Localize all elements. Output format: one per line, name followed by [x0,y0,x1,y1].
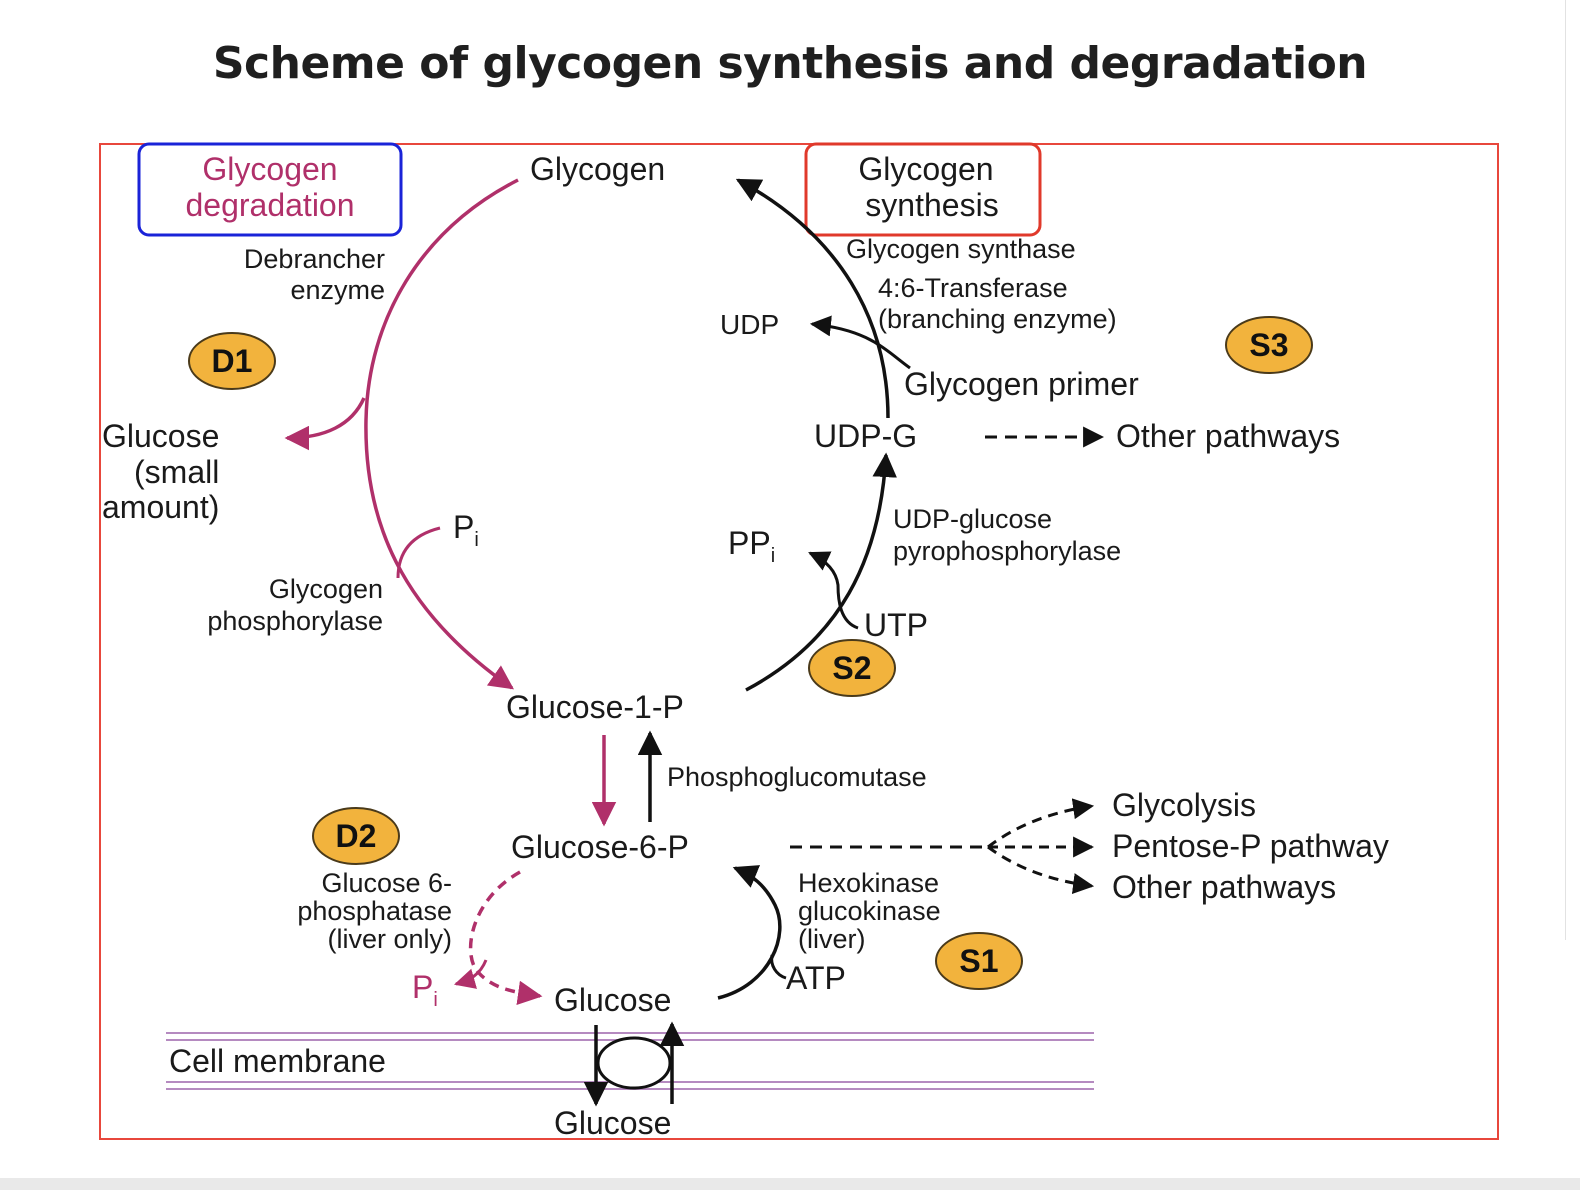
debrancher-label-line2: enzyme [290,275,385,305]
svg-text:S2: S2 [832,650,871,686]
cell-membrane-label: Cell membrane [169,1043,386,1079]
glycogen-phosphorylase-line2: phosphorylase [207,606,383,636]
other-pathways-dashed-arrow [987,845,1095,894]
badge-s2: S2 [808,639,896,697]
slide-title: Scheme of glycogen synthesis and degrada… [212,38,1368,89]
glucose-outside-label: Glucose [554,1105,671,1141]
g6pase-dashed-arc [468,870,543,1006]
svg-text:D1: D1 [212,343,253,379]
udp-side-arrow [809,315,911,370]
hexokinase-arc [717,865,782,1000]
transferase-line2: (branching enzyme) [878,304,1117,334]
hexokinase-line2: glucokinase [798,896,941,926]
pi-released-label: Pi [412,969,438,1011]
ppi-label: PPi [728,525,775,567]
svg-text:S1: S1 [959,943,998,979]
udp-label: UDP [720,309,779,340]
glucose-small-line1: Glucose [102,418,219,454]
svg-text:S3: S3 [1249,327,1288,363]
glycogen-label: Glycogen [530,151,665,187]
glucose-1-p-label: Glucose-1-P [506,689,684,725]
glucose-6-p-label: Glucose-6-P [511,829,689,865]
hexokinase-line1: Hexokinase [798,868,939,898]
glycogen-synthase-label: Glycogen synthase [846,234,1076,264]
degradation-heading-line2: degradation [185,187,354,223]
svg-text:D2: D2 [336,818,377,854]
phosphoglucomutase-label: Phosphoglucomutase [667,762,927,792]
pentose-pathway-label: Pentose-P pathway [1112,828,1389,864]
glycogen-phosphorylase-line1: Glycogen [269,574,383,604]
synthesis-arc-upper [735,178,890,419]
synthesis-arc-lower [745,452,897,692]
atp-hook [770,954,787,980]
hexokinase-line3: (liver) [798,924,866,954]
glucose-small-line3: amount) [102,489,219,525]
ppi-side-arrow [808,551,859,630]
badge-d1: D1 [188,332,276,390]
glucose-transporter [596,1036,672,1090]
badge-s1: S1 [935,932,1023,990]
pi-input-hook [396,526,441,579]
debrancher-branch-arrow [284,397,366,451]
window-edge [1565,0,1580,940]
glucose-label: Glucose [554,982,671,1018]
badge-s3: S3 [1225,316,1313,374]
synthesis-heading-line1: Glycogen [858,151,993,187]
degradation-heading-line1: Glycogen [202,151,337,187]
udp-g-other-pathways-label: Other pathways [1116,418,1340,454]
pi-release-arrow [453,959,488,989]
glycolysis-label: Glycolysis [1112,787,1256,823]
udp-glucose-ppase-line1: UDP-glucose [893,504,1052,534]
synthesis-heading-box [804,142,1042,237]
synthesis-heading-line2: synthesis [865,187,998,223]
transferase-line1: 4:6-Transferase [878,273,1068,303]
bottom-edge [0,1178,1580,1190]
g6pase-line3: (liver only) [327,924,452,954]
udp-g-label: UDP-G [814,418,917,454]
udp-glucose-ppase-line2: pyrophosphorylase [893,536,1121,566]
pi-input-label: Pi [453,509,479,551]
glycolysis-dashed-arrow [987,798,1095,849]
atp-label: ATP [786,960,846,996]
g6pase-line1: Glucose 6- [321,868,452,898]
debrancher-label-line1: Debrancher [244,244,385,274]
other-pathways-label: Other pathways [1112,869,1336,905]
g6pase-line2: phosphatase [297,896,452,926]
badge-d2: D2 [312,807,400,865]
diagram-frame [99,143,1499,1140]
glycogen-primer-label: Glycogen primer [904,366,1139,402]
utp-label: UTP [864,607,928,643]
glucose-small-line2: (small [134,454,219,490]
degradation-arc [364,178,519,690]
degradation-heading-box [137,142,403,237]
